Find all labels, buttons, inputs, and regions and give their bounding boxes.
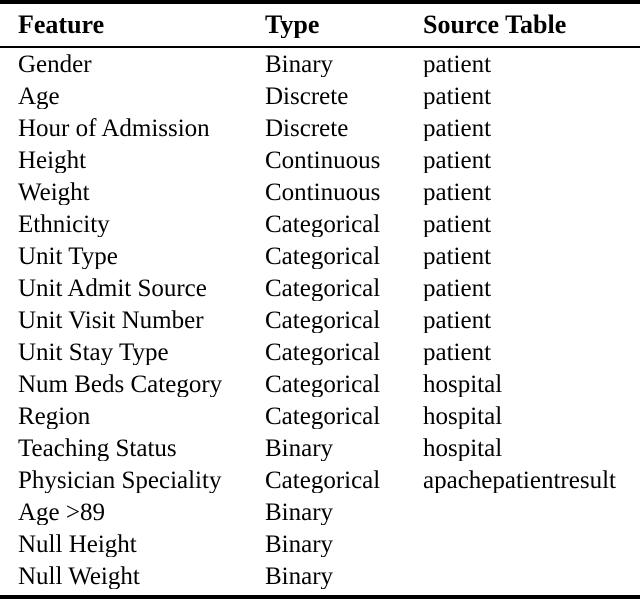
table-cell-feature: Age <box>18 83 60 109</box>
table-cell-source: patient <box>423 115 492 141</box>
table-row: Unit Admit Source Categorical patient <box>0 272 640 304</box>
table-cell-feature: Weight <box>18 179 90 205</box>
table-cell-source: patient <box>423 275 492 301</box>
table-cell-source: hospital <box>423 371 503 397</box>
table-cell-source: patient <box>423 243 492 269</box>
table-row: Height Continuous patient <box>0 144 640 176</box>
table-row: Gender Binary patient <box>0 48 640 80</box>
table-cell-source: patient <box>423 307 492 333</box>
table-cell-type: Binary <box>265 435 334 461</box>
table-cell-feature: Region <box>18 403 91 429</box>
table-cell-type: Continuous <box>265 179 381 205</box>
table-cell-feature: Unit Type <box>18 243 118 269</box>
table-cell-feature: Gender <box>18 51 92 77</box>
table-cell-feature: Unit Stay Type <box>18 339 169 365</box>
table-cell-type: Binary <box>265 563 334 589</box>
table-row: Hour of Admission Discrete patient <box>0 112 640 144</box>
table-cell-feature: Teaching Status <box>18 435 177 461</box>
table-cell-feature: Physician Speciality <box>18 467 222 493</box>
table-cell-feature: Null Height <box>18 531 137 557</box>
table-cell-type: Categorical <box>265 403 381 429</box>
column-header-type: Type <box>265 12 320 38</box>
table-row: Unit Stay Type Categorical patient <box>0 336 640 368</box>
table-cell-type: Binary <box>265 531 334 557</box>
table-cell-source: patient <box>423 83 492 109</box>
table-cell-source: patient <box>423 51 492 77</box>
table-cell-feature: Null Weight <box>18 563 140 589</box>
table-cell-type: Binary <box>265 51 334 77</box>
table-row: Age >89 Binary <box>0 496 640 528</box>
column-header-source-table: Source Table <box>423 12 567 38</box>
table-cell-feature: Unit Visit Number <box>18 307 204 333</box>
column-header-feature: Feature <box>18 12 105 38</box>
table-cell-source: hospital <box>423 435 503 461</box>
table-row: Region Categorical hospital <box>0 400 640 432</box>
table-cell-type: Categorical <box>265 275 381 301</box>
table-cell-feature: Height <box>18 147 87 173</box>
table-cell-source: patient <box>423 147 492 173</box>
table-cell-type: Discrete <box>265 83 349 109</box>
table-top-rule <box>0 0 640 4</box>
table-header-rule <box>0 46 640 48</box>
table-header-row: Feature Type Source Table <box>0 4 640 46</box>
table-cell-type: Categorical <box>265 211 381 237</box>
table-bottom-rule <box>0 595 640 599</box>
table-cell-source: patient <box>423 339 492 365</box>
table-cell-type: Categorical <box>265 243 381 269</box>
table-cell-feature: Unit Admit Source <box>18 275 207 301</box>
table-cell-source: apachepatientresult <box>423 467 616 493</box>
table-row: Teaching Status Binary hospital <box>0 432 640 464</box>
table-cell-source: patient <box>423 211 492 237</box>
table-cell-type: Categorical <box>265 467 381 493</box>
table-cell-source: patient <box>423 179 492 205</box>
table-cell-type: Categorical <box>265 339 381 365</box>
table-row: Unit Type Categorical patient <box>0 240 640 272</box>
table-row: Ethnicity Categorical patient <box>0 208 640 240</box>
table-row: Num Beds Category Categorical hospital <box>0 368 640 400</box>
table-cell-type: Categorical <box>265 371 381 397</box>
table-cell-feature: Ethnicity <box>18 211 110 237</box>
table-row: Age Discrete patient <box>0 80 640 112</box>
table-cell-type: Discrete <box>265 115 349 141</box>
table-row: Physician Speciality Categorical apachepat… <box>0 464 640 496</box>
table-row: Weight Continuous patient <box>0 176 640 208</box>
table-cell-type: Binary <box>265 499 334 525</box>
table-cell-source: hospital <box>423 403 503 429</box>
table-cell-feature: Age >89 <box>18 499 105 525</box>
table-row: Unit Visit Number Categorical patient <box>0 304 640 336</box>
table-cell-feature: Hour of Admission <box>18 115 210 141</box>
table-row: Null Weight Binary <box>0 560 640 592</box>
table-cell-feature: Num Beds Category <box>18 371 223 397</box>
table-row: Null Height Binary <box>0 528 640 560</box>
table-cell-type: Categorical <box>265 307 381 333</box>
table-cell-type: Continuous <box>265 147 381 173</box>
